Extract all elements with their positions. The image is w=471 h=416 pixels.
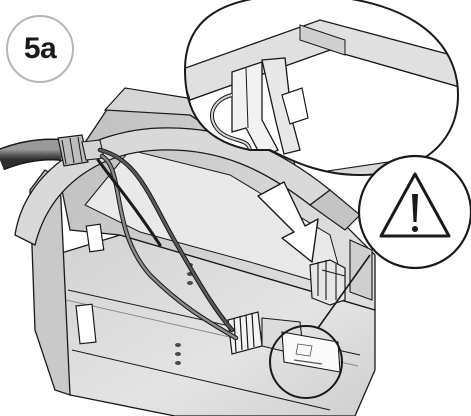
warning-callout (357, 154, 471, 270)
side-slot-upper (85, 223, 105, 253)
side-slot-lower (75, 303, 97, 345)
latch-clip (309, 259, 346, 306)
signal-wires (96, 147, 239, 341)
warning-triangle-icon (379, 172, 451, 238)
step-label: 5a (6, 15, 74, 83)
indicator-dots-lower (175, 343, 181, 365)
arrow-pointer-icon (257, 181, 319, 263)
label-callout (269, 254, 371, 399)
power-cable (0, 134, 105, 171)
device-housing (29, 87, 376, 416)
